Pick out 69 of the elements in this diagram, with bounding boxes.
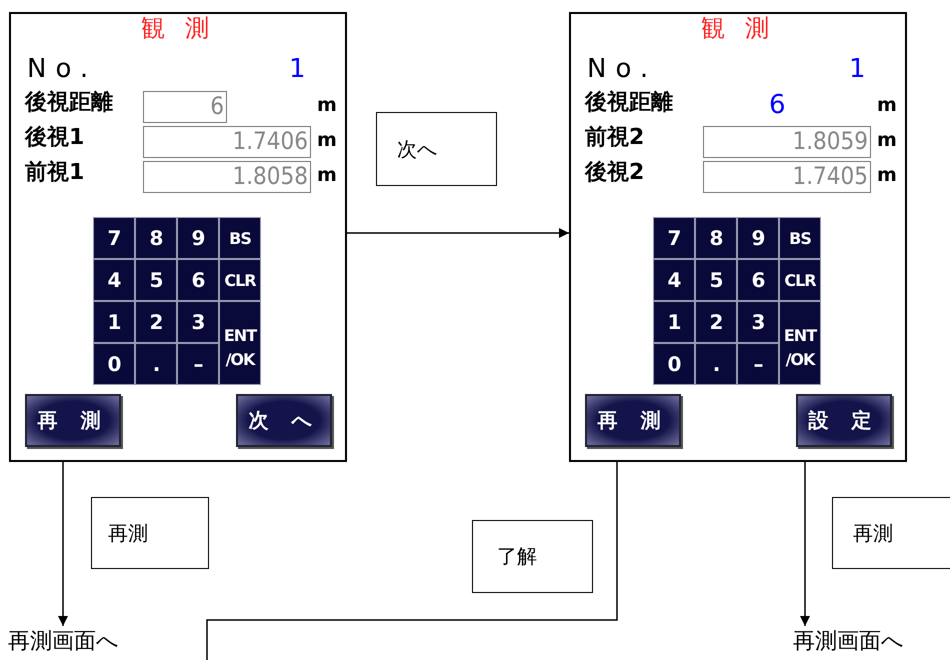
arrow [800,462,810,626]
input-field: 6 [143,91,227,123]
screen-button: 再 測 [585,394,681,447]
screen-button: 次 へ [236,394,332,447]
unit-label: m [877,94,897,117]
action-box: 再測 [91,497,209,569]
keypad-key: 6 [177,259,219,301]
value-text: 6 [769,90,786,122]
field-label: No. [27,54,98,86]
keypad-key: – [177,343,219,385]
value-text: 1 [289,54,306,86]
keypad-key: 9 [737,217,779,259]
device-screen [569,12,907,462]
input-field: 1.8058 [143,161,311,193]
keypad-key: 4 [653,259,695,301]
arrow [58,462,68,626]
keypad-key: 1 [653,301,695,343]
field-label: No. [587,54,658,86]
field-label: 後視距離 [25,90,113,116]
action-box: 次へ [376,112,497,186]
value-text: 1 [849,54,866,86]
screen-title: 観 測 [700,14,776,43]
keypad-key: 3 [177,301,219,343]
keypad-key: . [695,343,737,385]
keypad-key: 4 [93,259,135,301]
field-label: 後視2 [585,160,644,186]
action-box: 再測 [832,497,950,569]
keypad-key: BS [219,217,261,259]
unit-label: m [877,129,897,152]
keypad-key: BS [779,217,821,259]
input-field: 1.8059 [703,126,871,158]
action-box: 了解 [472,520,593,593]
field-label: 後視1 [25,125,84,152]
keypad-key: 6 [737,259,779,301]
device-screen [9,12,347,462]
keypad-key: 0 [93,343,135,385]
keypad-key: 8 [135,217,177,259]
unit-label: m [317,94,337,117]
keypad-key: 2 [695,301,737,343]
keypad-key: 5 [135,259,177,301]
screen-button: 設 定 [796,394,892,447]
keypad-key: 9 [177,217,219,259]
keypad-key: CLR [779,259,821,301]
keypad-key: . [135,343,177,385]
keypad-key: 5 [695,259,737,301]
field-label: 後視距離 [585,90,673,116]
unit-label: m [317,129,337,152]
keypad-key: 2 [135,301,177,343]
destination-text: 再測画面へ [793,626,904,656]
input-field: 1.7405 [703,161,871,193]
keypad-key: 3 [737,301,779,343]
keypad-key: 1 [93,301,135,343]
unit-label: m [877,164,897,187]
keypad-key: 7 [653,217,695,259]
screen-title: 観 測 [140,14,216,43]
input-field: 1.7406 [143,126,311,158]
keypad-key: 0 [653,343,695,385]
keypad-key: – [737,343,779,385]
arrow [347,228,569,238]
keypad-key: 8 [695,217,737,259]
keypad-key: CLR [219,259,261,301]
screen-button: 再 測 [25,394,121,447]
unit-label: m [317,164,337,187]
destination-text: 再測画面へ [8,626,119,656]
keypad-key: 7 [93,217,135,259]
field-label: 前視1 [25,160,84,186]
keypad-key: ENT /OK [779,301,821,385]
keypad-key: ENT /OK [219,301,261,385]
field-label: 前視2 [585,125,644,152]
